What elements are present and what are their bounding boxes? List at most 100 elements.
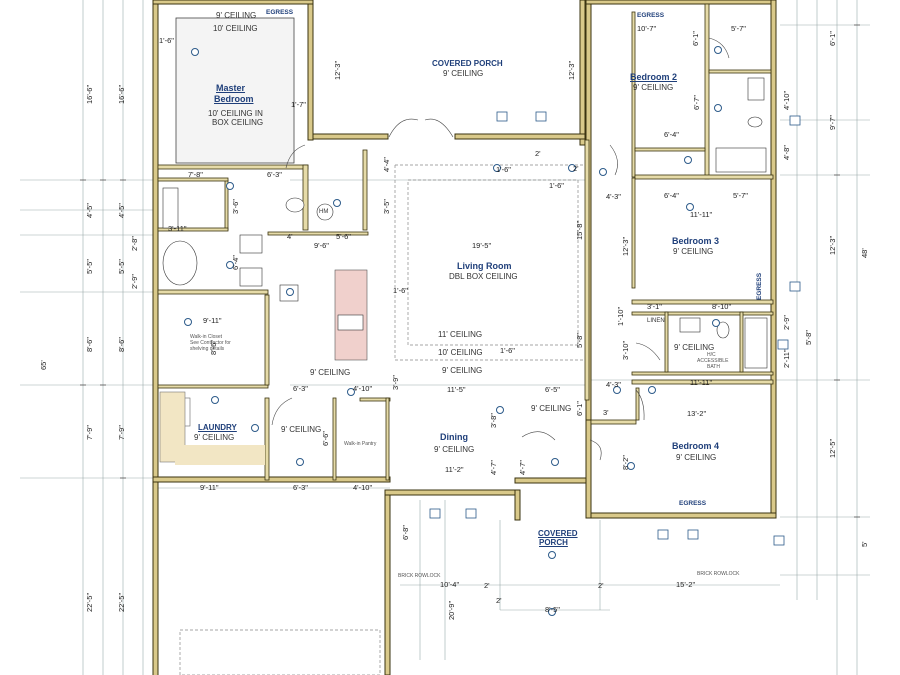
egress-label-master: EGRESS [266,9,294,16]
rear-porch-title: COVERED PORCH [432,59,503,68]
living-ceiling-9: 9' CEILING [442,366,483,375]
dim-label: 1'-10" [616,306,625,326]
dim-label: 12'-3" [621,236,630,256]
dim-label: 2'-9" [130,274,139,289]
bedroom2-title: Bedroom 2 [630,72,678,82]
dim-label: 6'-1" [691,31,700,46]
dim-label: 7'-9" [85,425,94,440]
bedroom4-title: Bedroom 4 [672,441,720,451]
dim-label: 10'-7" [637,24,657,33]
bedroom3-title: Bedroom 3 [672,236,720,246]
light-fixtures [184,46,722,616]
dim-label: 19'-5" [472,241,492,250]
dim-label: 3'-5" [382,199,391,214]
dim-label: 2' [484,581,490,590]
dim-label: 9'-11" [203,316,222,325]
dim-label: 2' [535,149,541,158]
pantry-name: Walk-in Pantry [344,441,377,447]
hall-bath-note-3: BATH [707,364,720,370]
egress-label-bed2: EGRESS [637,12,665,19]
dim-label: 1'-7" [291,100,306,109]
hall-bath-note-2: ACCESSIBLE [697,358,729,364]
dim-label: 12'-3" [333,60,342,80]
dim-label: 8'-6" [117,337,126,352]
dim-label: 4'-5" [85,203,94,218]
dim-label: 5'-5" [117,259,126,274]
dim-label: 12'-3" [828,235,837,255]
dim-label: 4'-5" [117,203,126,218]
dim-label: 8'-6" [85,337,94,352]
brick-rowlock-left: BRICK ROWLOCK [398,573,441,579]
dim-label: 2'-9" [782,315,791,330]
dim-label: 3'-8" [489,413,498,428]
dining-ceiling-right: 9' CEILING [531,404,572,413]
dim-label: 8'-6" [209,340,218,355]
dim-label: 20'-9" [447,600,456,620]
dim-label: 3'-10" [621,340,630,360]
brick-rowlock-right: BRICK ROWLOCK [697,571,740,577]
master-box-ceiling [175,17,295,164]
dim-label: 9'-7" [828,115,837,130]
dim-label: 11'-11" [690,378,713,387]
dim-label: 4'-7" [489,460,498,475]
dim-label: 3' [603,408,609,417]
dimension-lines [20,0,870,675]
hall-bath-note-1: H/C [707,352,716,358]
dim-label: 11'-5" [447,385,466,394]
egress-label-bed3: EGRESS [756,272,763,300]
dim-label: 65' [39,360,48,370]
dim-label: 4'-3" [606,380,621,389]
dim-label: 2' [573,164,579,173]
dim-label: 15'-8" [575,220,584,240]
dim-label: 5'-5" [85,259,94,274]
dim-label: 12'-3" [567,60,576,80]
master-title-2: Bedroom [214,94,254,104]
dim-label: 4'-4" [382,157,391,172]
dim-label: 9'-6" [314,241,329,250]
dining-ceiling: 9' CEILING [434,445,475,454]
master-title-1: Master [216,83,246,93]
hm-label: HM [319,209,329,215]
front-porch-title-1: COVERED [538,529,578,538]
dim-label: 1'-6" [549,181,564,190]
dim-label: 11'-2" [445,465,464,474]
egress-label-bed4: EGRESS [679,500,707,507]
living-ceiling: DBL BOX CEILING [449,272,518,281]
dim-label: 6'-3" [293,483,308,492]
living-ceiling-10: 10' CEILING [438,348,483,357]
dim-label: 8'-10" [712,302,732,311]
dim-label: 4'-10" [782,90,791,110]
dim-label: 4'-3" [606,192,621,201]
bedroom3-ceiling: 9' CEILING [673,247,714,256]
dim-label: 4'-8" [782,145,791,160]
dim-label: 12'-5" [828,438,837,458]
dim-label: 8'-2" [621,455,630,470]
dim-label: 4'-10" [353,483,373,492]
laundry-title: LAUNDRY [198,423,237,432]
dim-label: 7'-9" [117,425,126,440]
master-shower [162,187,179,229]
hall-bath-ceiling: 9' CEILING [674,343,715,352]
dim-label: 6'-1" [575,401,584,416]
dim-label: 6'-1" [828,31,837,46]
living-ceiling-11: 11' CEILING [438,330,483,339]
dim-label: 4'-7" [518,460,527,475]
front-porch-title-2: PORCH [539,538,568,547]
dim-label: 22'-5" [85,592,94,612]
dim-label: 4'-10" [353,384,373,393]
dim-label: 22'-5" [117,592,126,612]
dim-label: 1'-6" [393,286,408,295]
dim-label: 6'-8" [401,525,410,540]
dim-label: 6'-4" [231,255,240,270]
dim-label: 16'-6" [117,84,126,104]
dim-label: 5'-6" [336,232,351,241]
dim-label: 7'-8" [188,170,203,179]
dim-label: 1'-6" [159,36,174,45]
closet-note-3: shelving details [190,346,225,352]
dim-label: 5' [860,541,869,547]
dim-label: 3'-9" [391,375,400,390]
dim-label: 13'-2" [687,409,707,418]
rear-porch-ceiling: 9' CEILING [443,69,484,78]
closet-note-1: Walk-in Closet [190,334,223,340]
door-swings [271,37,730,461]
